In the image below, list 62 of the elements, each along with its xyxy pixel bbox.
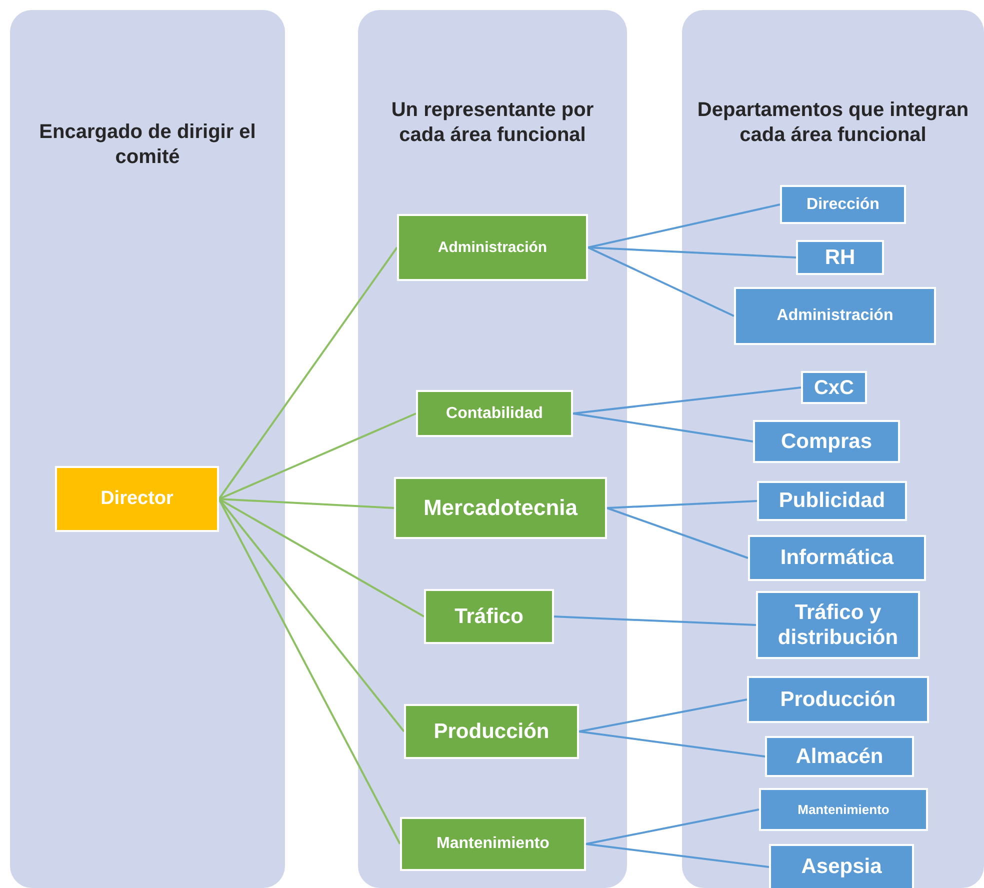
- column-band: [358, 10, 627, 888]
- connector-line: [588, 204, 780, 248]
- connector-line: [218, 498, 401, 844]
- connector-line: [218, 246, 398, 500]
- connector-line: [218, 412, 416, 500]
- area-box: [734, 287, 936, 345]
- connector-line: [586, 843, 770, 868]
- area-box: [801, 371, 867, 404]
- connector-line: [572, 386, 802, 414]
- box-label: Asepsia: [801, 854, 882, 880]
- connector-line: [588, 246, 796, 258]
- column-heading: Un representante por cada área funcional: [390, 98, 595, 148]
- area-box: [397, 214, 588, 281]
- box-label: Administración: [776, 306, 894, 326]
- box-label: Administración: [438, 238, 548, 256]
- connector-line: [218, 498, 405, 732]
- column-heading: Encargado de dirigir el comité: [38, 120, 257, 170]
- box-label: Almacén: [796, 744, 884, 770]
- area-box: [780, 185, 906, 224]
- area-box: [400, 817, 586, 871]
- box-label: Producción: [780, 686, 896, 712]
- connector-line: [218, 498, 424, 618]
- connector-line: [606, 500, 758, 509]
- box-label: Contabilidad: [446, 404, 543, 424]
- column-band: [682, 10, 984, 888]
- connector-line: [588, 246, 734, 317]
- area-box: [394, 477, 607, 539]
- connector-line: [578, 730, 766, 758]
- connector-line: [578, 698, 748, 732]
- box-label: Informática: [780, 545, 894, 571]
- area-box: [424, 589, 554, 644]
- area-box: [796, 240, 884, 275]
- box-label: Tráfico: [454, 604, 524, 630]
- area-box: [748, 535, 926, 581]
- connector-line: [572, 412, 754, 442]
- area-box: [756, 591, 920, 659]
- column-heading: Departamentos que integran cada área funcional: [696, 98, 970, 148]
- area-box: [753, 420, 900, 463]
- box-label: Publicidad: [778, 488, 886, 514]
- connector-line: [218, 498, 394, 509]
- connector-line: [606, 507, 748, 559]
- box-label: Tráfico y distribución: [776, 600, 900, 650]
- box-label: RH: [824, 244, 856, 270]
- connector-line: [586, 808, 760, 845]
- box-label: Mantenimiento: [436, 834, 550, 854]
- box-label: Compras: [780, 428, 872, 454]
- box-label: Mantenimiento: [798, 802, 890, 818]
- area-box: [55, 466, 219, 532]
- area-box: [416, 390, 573, 437]
- connector-line: [554, 616, 756, 626]
- area-box: [765, 736, 914, 777]
- box-label: Dirección: [806, 194, 880, 214]
- area-box: [747, 676, 929, 723]
- box-label: CxC: [814, 376, 854, 400]
- area-box: [769, 844, 914, 888]
- area-box: [759, 788, 928, 831]
- area-box: [404, 704, 579, 759]
- area-box: [757, 481, 907, 521]
- column-band: [10, 10, 285, 888]
- box-label: Producción: [434, 718, 550, 744]
- box-label: Mercadotecnia: [423, 494, 578, 522]
- box-label: Director: [100, 488, 174, 510]
